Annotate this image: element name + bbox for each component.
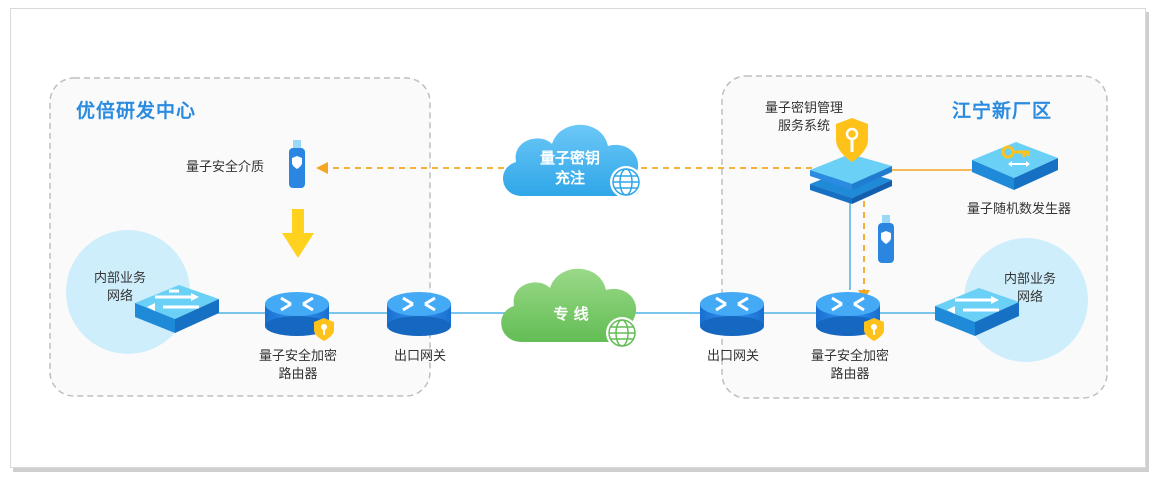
right-internal-network-bubble [964, 238, 1088, 362]
left-encryption-router-icon [265, 292, 329, 336]
right-switch-icon [935, 288, 1019, 336]
right-gateway-icon [700, 292, 764, 336]
right-site-title: 江宁新厂区 [952, 100, 1053, 122]
left-router-label: 量子安全加密 路由器 [258, 349, 337, 382]
random-generator-icon [972, 142, 1058, 190]
right-gateway-label: 出口网关 [706, 349, 759, 364]
left-usb-key-icon [289, 140, 305, 188]
yellow-down-arrow [282, 209, 314, 258]
left-site-title: 优倍研发中心 [76, 100, 197, 122]
left-internal-network-label: 内部业务 网络 [93, 271, 146, 304]
right-router-shield-icon [864, 318, 884, 341]
left-gateway-label: 出口网关 [393, 349, 446, 364]
globe-icon [606, 317, 638, 349]
left-security-medium-label: 量子安全介质 [186, 160, 265, 175]
key-charging-cloud [503, 124, 640, 197]
right-usb-key-icon [878, 215, 894, 263]
right-encryption-router-icon [816, 292, 880, 336]
private-line-cloud-label: 专 线 [553, 305, 589, 323]
random-generator-label: 量子随机数发生器 [966, 202, 1071, 217]
right-internal-network-label: 内部业务 网络 [1003, 272, 1056, 305]
left-switch-icon [135, 285, 219, 333]
globe-icon [610, 166, 642, 198]
left-router-shield-icon [314, 318, 334, 341]
left-gateway-icon [387, 292, 451, 336]
key-management-label: 量子密钥管理 服务系统 [764, 101, 843, 134]
key-management-server-icon [810, 154, 892, 204]
key-management-shield-icon [836, 118, 868, 162]
private-line-cloud [501, 268, 638, 343]
key-charging-arrowhead-left [316, 162, 328, 174]
right-router-label: 量子安全加密 路由器 [810, 349, 889, 382]
key-charging-cloud-label: 量子密钥 充注 [539, 149, 600, 187]
